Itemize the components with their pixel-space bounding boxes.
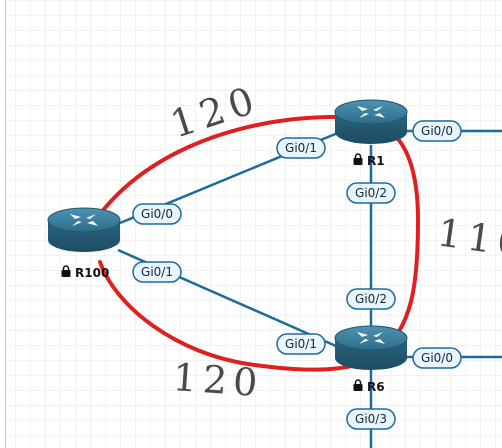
iface-label: Gi0/1 (285, 337, 317, 351)
iface-label: Gi0/0 (421, 124, 453, 138)
router-r100-icon[interactable] (47, 207, 121, 253)
router-r1-icon[interactable] (334, 99, 408, 145)
router-r100-label: R100 (75, 266, 109, 280)
router-r6-icon[interactable] (334, 325, 408, 371)
iface-r6-gi0-3[interactable]: Gi0/3 (346, 408, 396, 430)
iface-label: Gi0/2 (355, 292, 387, 306)
iface-label: Gi0/3 (355, 412, 387, 426)
iface-label: Gi0/0 (421, 351, 453, 365)
router-r1[interactable]: R1 (334, 99, 408, 168)
iface-label: Gi0/2 (355, 186, 387, 200)
annotation-loop (86, 114, 421, 372)
router-r6-label: R6 (367, 380, 385, 394)
iface-label: Gi0/1 (285, 141, 317, 155)
iface-r6-gi0-1[interactable]: Gi0/1 (276, 333, 326, 355)
iface-r100-gi0-1[interactable]: Gi0/1 (132, 261, 182, 283)
iface-r100-gi0-0[interactable]: Gi0/0 (132, 203, 182, 225)
router-r6[interactable]: R6 (334, 325, 408, 394)
router-r100[interactable]: R100 (47, 207, 121, 280)
cost-label-r100-r6: 120 (171, 355, 264, 405)
iface-r1-gi0-2[interactable]: Gi0/2 (346, 182, 396, 204)
iface-r6-gi0-2[interactable]: Gi0/2 (346, 288, 396, 310)
iface-r1-gi0-1[interactable]: Gi0/1 (276, 137, 326, 159)
iface-label: Gi0/0 (141, 207, 173, 221)
iface-r6-gi0-0[interactable]: Gi0/0 (412, 347, 462, 369)
iface-r1-gi0-0[interactable]: Gi0/0 (412, 120, 462, 142)
iface-label: Gi0/1 (141, 265, 173, 279)
router-r1-label: R1 (367, 154, 385, 168)
